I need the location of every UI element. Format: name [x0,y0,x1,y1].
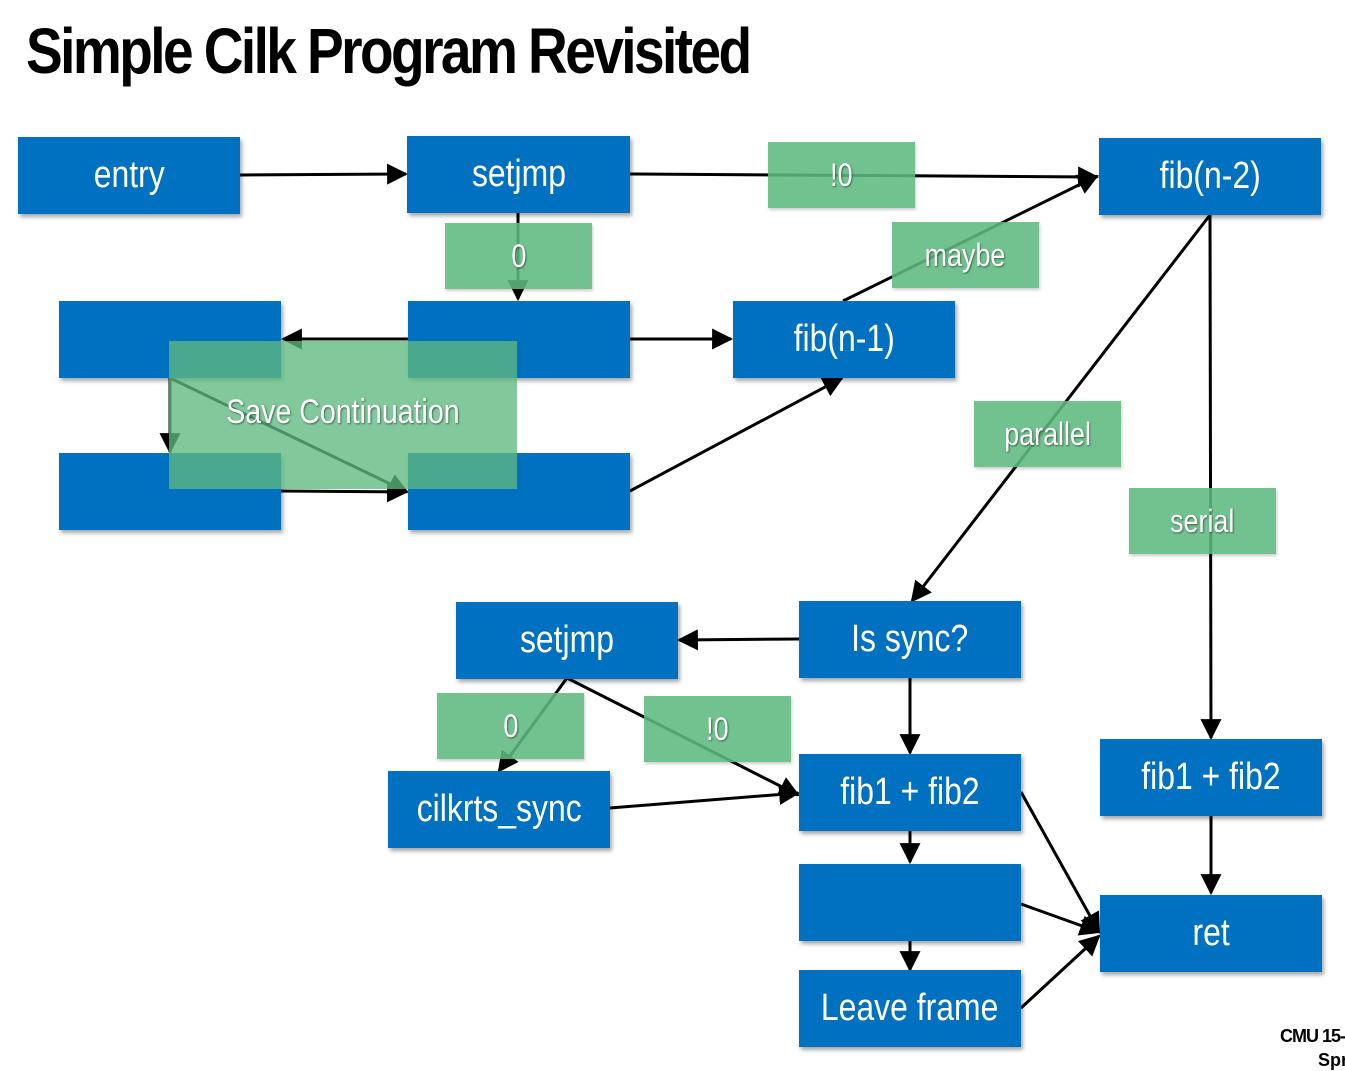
node-setjmp-top-label: setjmp [471,153,566,195]
save-continuation-label: Save Continuation [226,392,460,431]
node-setjmp-top: setjmp [407,136,630,213]
node-entry: entry [18,137,240,214]
tag-parallel-label: parallel [1004,415,1091,452]
node-fib-sum-left-label: fib1 + fib2 [840,771,980,813]
footer-term-label: Spr [1318,1050,1345,1070]
node-fib-n1-label: fib(n-1) [793,318,895,360]
tag-serial: serial [1129,488,1276,554]
save-continuation-overlay: Save Continuation [169,341,517,489]
arrow-blanke-ret [1020,902,1101,936]
node-fib-n1: fib(n-1) [733,301,955,378]
tag-zero-bottom-label: 0 [503,707,518,744]
tag-not-zero-top-label: !0 [830,156,853,193]
node-fib-sum-right-label: fib1 + fib2 [1141,756,1281,798]
tag-zero-top: 0 [445,223,592,289]
footer-course-label: CMU 15- [1280,1026,1345,1046]
tag-maybe-label: maybe [925,236,1006,273]
node-leave-frame-label: Leave frame [821,987,999,1029]
slide-title: Simple Cilk Program Revisited [26,15,752,87]
node-cilkrts-sync-label: cilkrts_sync [416,788,582,830]
tag-not-zero-bottom-label: !0 [706,710,729,747]
tag-parallel: parallel [974,401,1121,467]
tag-serial-label: serial [1170,502,1235,539]
node-fib-n2: fib(n-2) [1099,138,1321,215]
node-leave-frame: Leave frame [799,970,1021,1047]
node-cilkrts-sync: cilkrts_sync [388,771,610,848]
tag-zero-top-label: 0 [511,237,526,274]
arrow-leave-ret [1019,934,1101,1010]
tag-maybe: maybe [892,222,1039,288]
node-ret-label: ret [1192,912,1230,954]
node-fib-sum-right: fib1 + fib2 [1100,739,1322,816]
node-setjmp-bottom: setjmp [456,602,678,679]
node-is-sync-label: Is sync? [851,618,969,660]
arrow-blankd-fib-n1 [629,376,844,493]
tag-not-zero-top: !0 [768,142,915,208]
arrow-entry-setjmp [239,163,409,185]
node-ret: ret [1100,895,1322,972]
arrow-blankc-blankd [280,481,409,503]
node-is-sync: Is sync? [799,601,1021,678]
node-fib-sum-left: fib1 + fib2 [799,754,1021,831]
arrow-cilkrts-sum-left [609,784,801,810]
arrow-is-sync-setjmp [676,629,800,651]
node-blank-e [799,864,1021,941]
tag-zero-bottom: 0 [437,693,584,759]
node-fib-n2-label: fib(n-2) [1159,155,1261,197]
node-entry-label: entry [93,154,165,196]
arrow-fib-n2-sum-right [1200,214,1222,741]
node-setjmp-bottom-label: setjmp [519,619,614,661]
arrow-sum-left-ret [1019,791,1101,934]
tag-not-zero-bottom: !0 [644,696,791,762]
